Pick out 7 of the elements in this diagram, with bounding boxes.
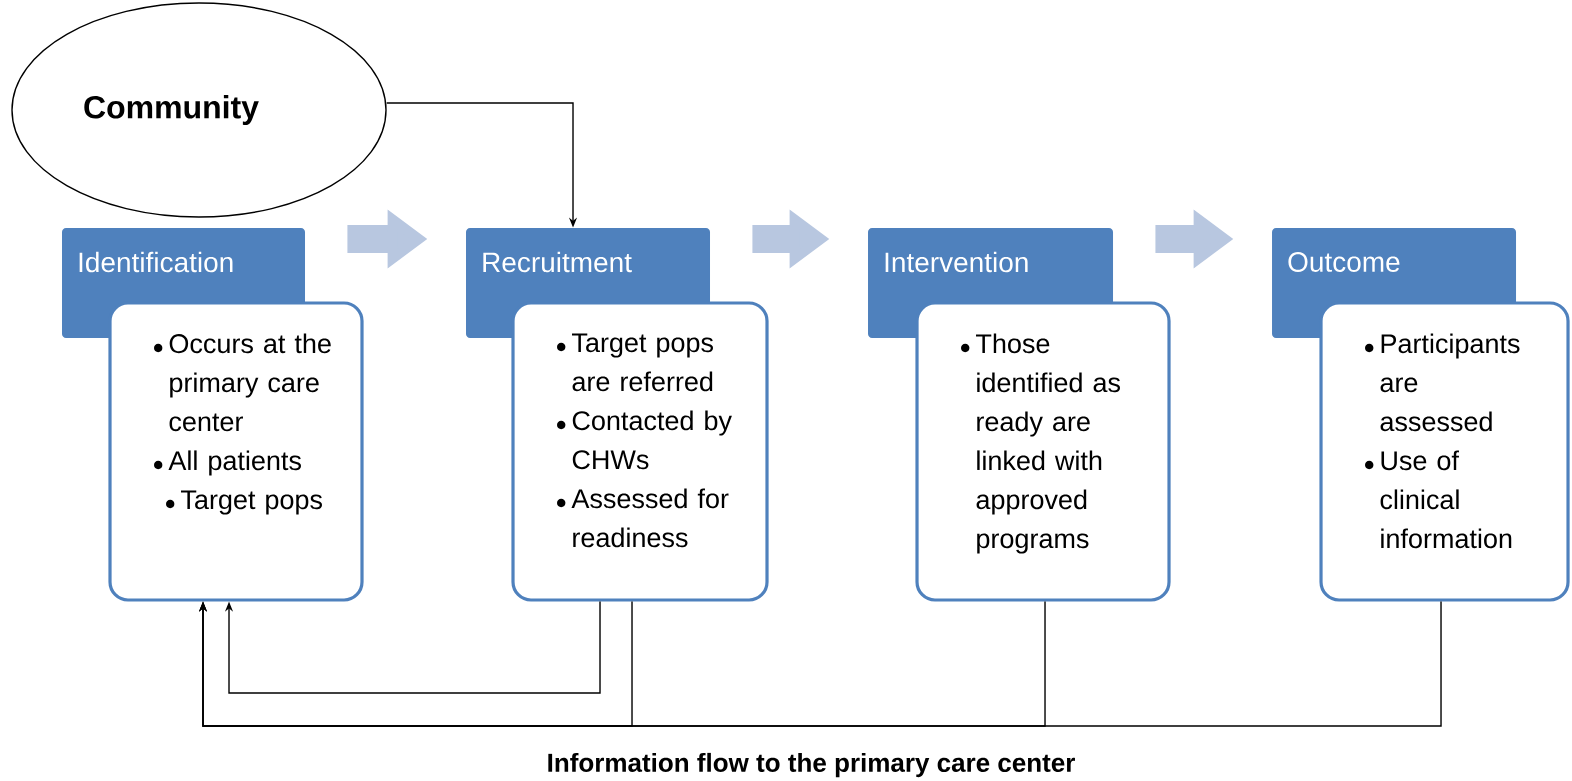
caption-text: Information flow to the primary care center	[548, 752, 1075, 778]
bullet-box: Target pops are referred Contacted by CHWs Assessed for readiness	[511, 301, 769, 602]
arrow	[198, 600, 1442, 727]
bullet-box: Participants are assessed Use of clinical information	[1319, 301, 1570, 602]
bullet-box: Occurs at the primary care center All patients Target pops	[108, 301, 364, 602]
arrow	[224, 600, 601, 694]
bullet-box: Those identified as ready are linked with approved programs	[915, 301, 1171, 602]
